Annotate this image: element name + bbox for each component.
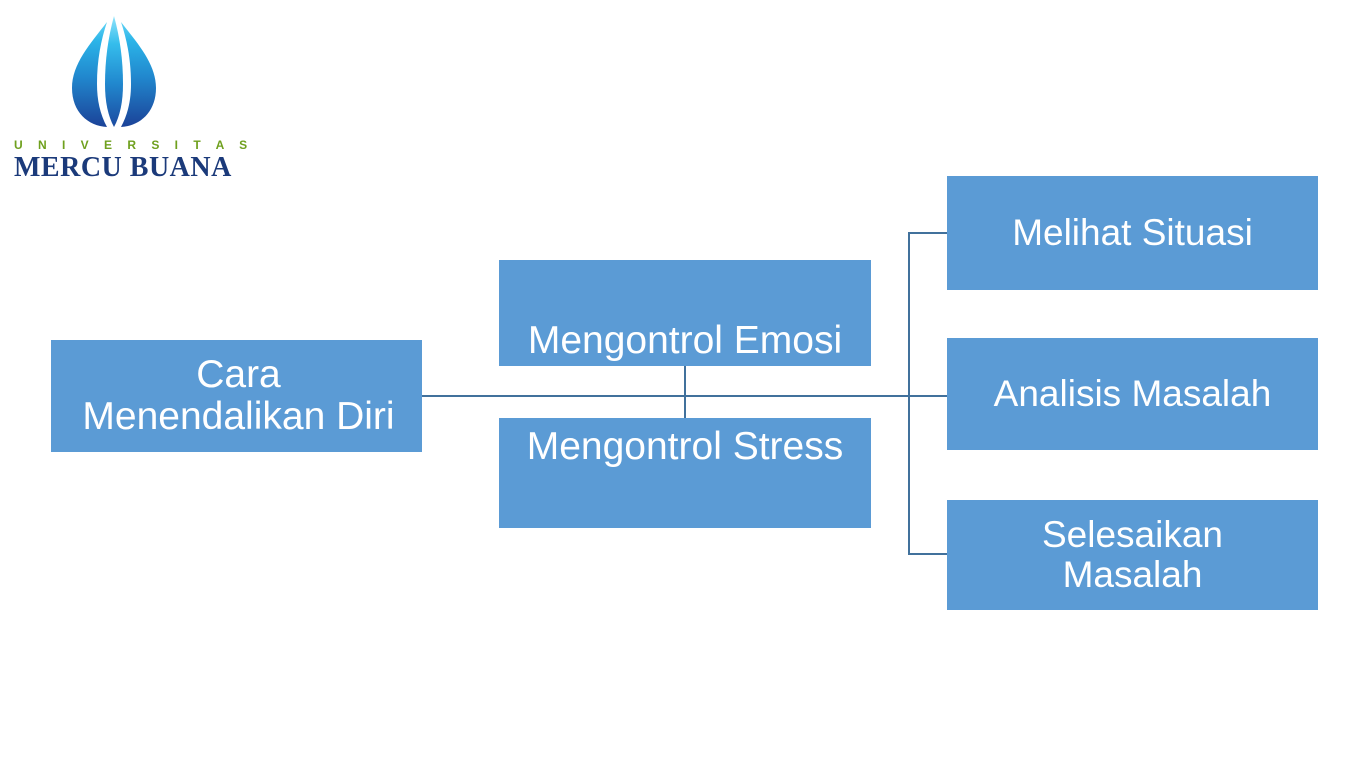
node-label: Melihat Situasi bbox=[1012, 212, 1253, 254]
logo-universitas-text: U N I V E R S I T A S bbox=[14, 138, 254, 152]
connector-middle-vertical bbox=[684, 366, 686, 419]
node-selesaikan-masalah[interactable]: Selesaikan Masalah bbox=[947, 500, 1318, 610]
connector-stub-analisis-masalah bbox=[908, 395, 948, 397]
university-logo: U N I V E R S I T A S MERCU BUANA bbox=[14, 14, 254, 183]
connector-stub-selesaikan-masalah bbox=[908, 553, 948, 555]
node-cara-menendalikan-diri[interactable]: Cara Menendalikan Diri bbox=[51, 340, 422, 452]
connector-root-to-spine bbox=[422, 395, 910, 397]
connector-stub-melihat-situasi bbox=[908, 232, 948, 234]
node-label: Mengontrol Emosi bbox=[527, 318, 843, 362]
node-label: Selesaikan Masalah bbox=[1041, 514, 1223, 595]
node-label: Analisis Masalah bbox=[993, 373, 1272, 415]
node-melihat-situasi[interactable]: Melihat Situasi bbox=[947, 176, 1318, 290]
node-analisis-masalah[interactable]: Analisis Masalah bbox=[947, 338, 1318, 450]
mercu-buana-flame-icon bbox=[66, 14, 162, 130]
node-label: Mengontrol Stress bbox=[526, 425, 844, 468]
connector-right-bracket-vertical bbox=[908, 232, 910, 554]
node-label: Cara Menendalikan Diri bbox=[82, 352, 395, 438]
node-mengontrol-stress[interactable]: Mengontrol Stress bbox=[499, 418, 871, 528]
logo-mercu-buana-text: MERCU BUANA bbox=[14, 152, 232, 183]
node-mengontrol-emosi[interactable]: Mengontrol Emosi bbox=[499, 260, 871, 366]
